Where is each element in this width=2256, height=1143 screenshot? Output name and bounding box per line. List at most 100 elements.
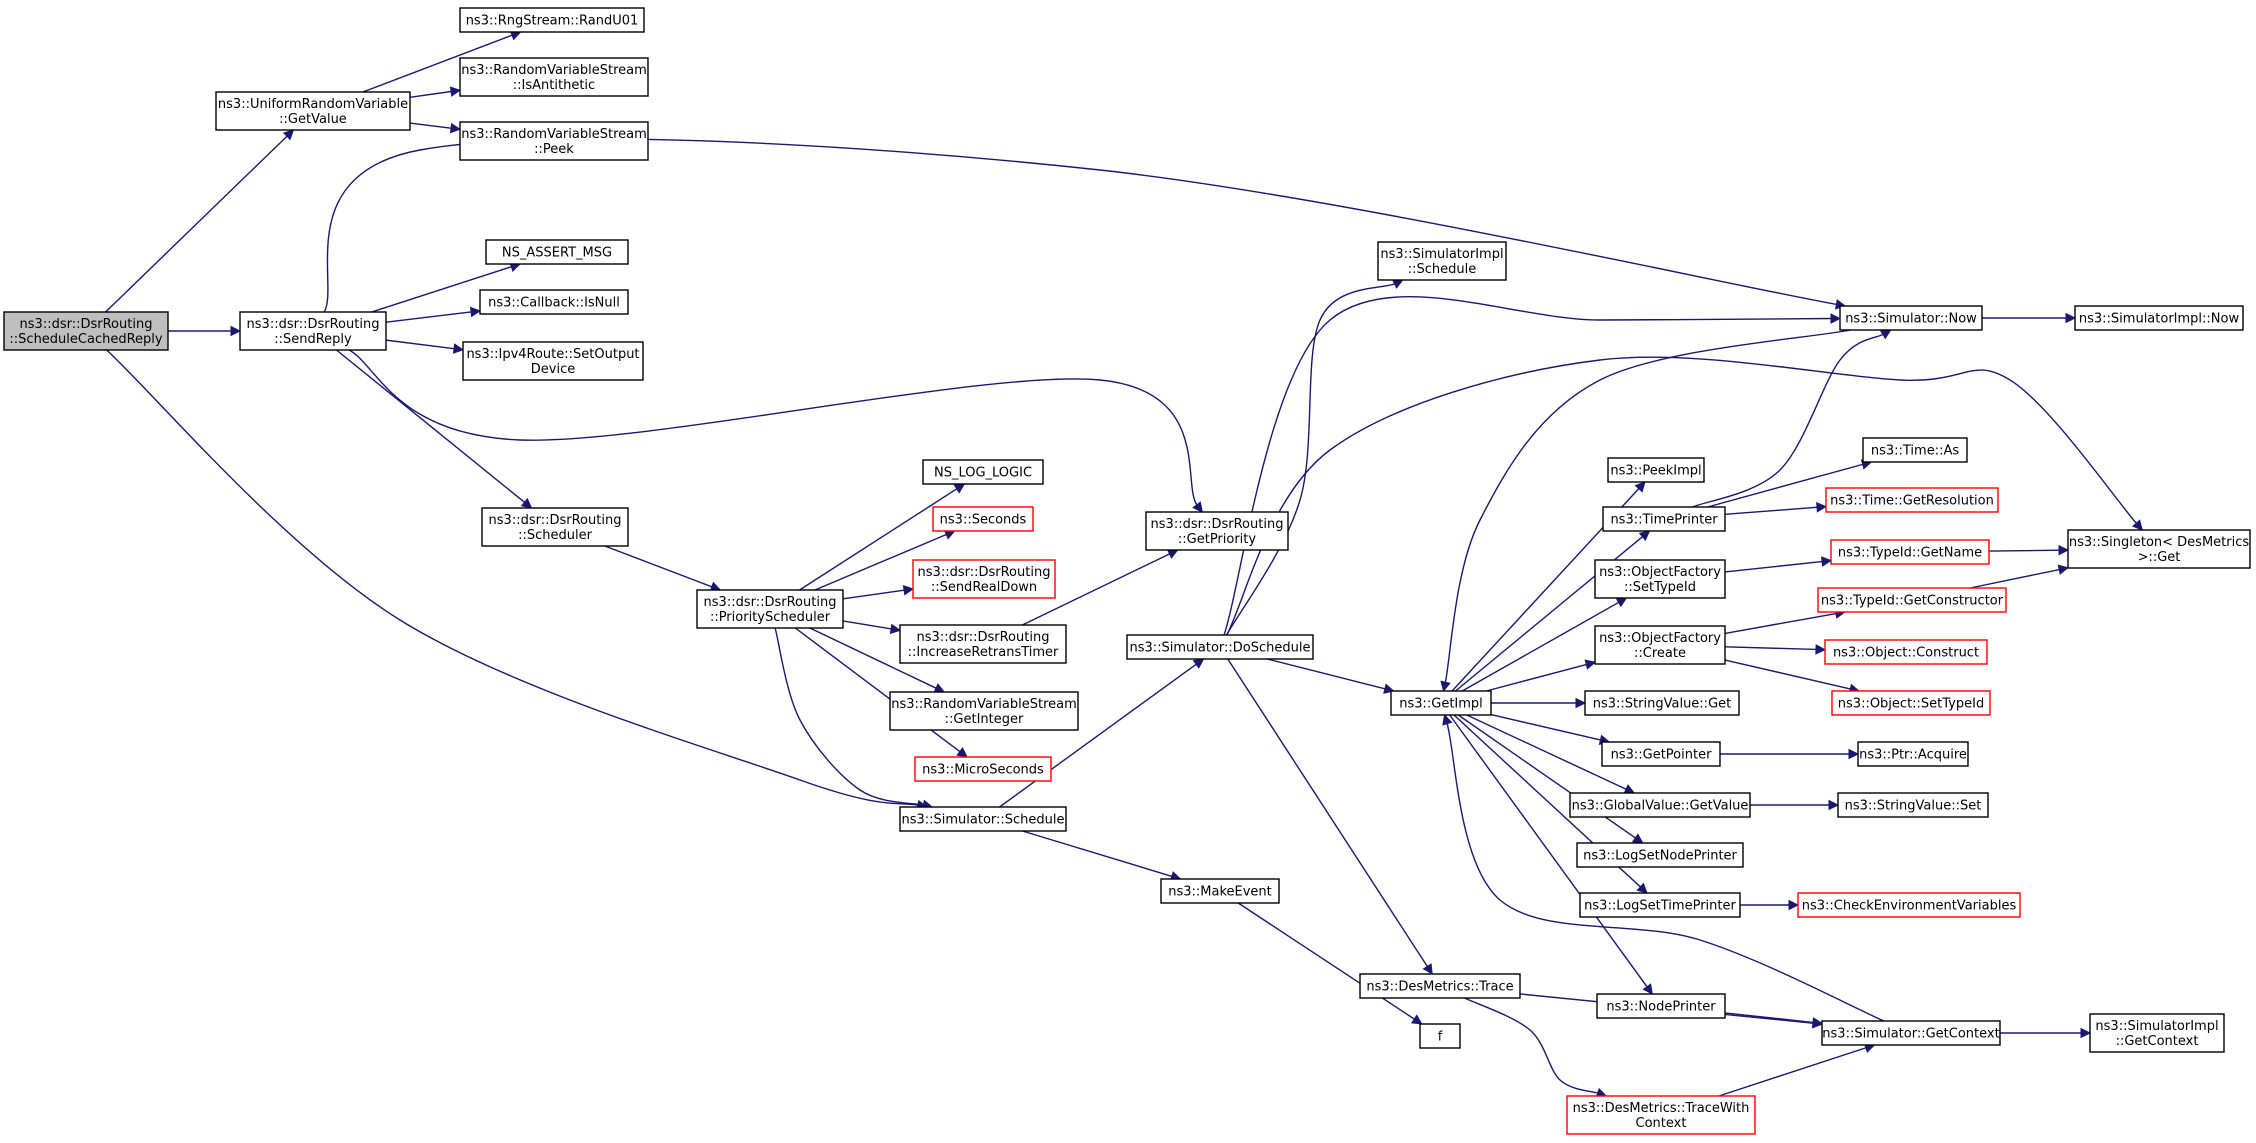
node-logsetnodeprinter[interactable]: ns3::LogSetNodePrinter xyxy=(1576,842,1744,868)
node-create[interactable]: ns3::ObjectFactory::Create xyxy=(1594,625,1726,665)
node-typeid-getconstructor[interactable]: ns3::TypeId::GetConstructor xyxy=(1817,587,2007,613)
edge-line xyxy=(1457,714,1637,840)
edge-sim_getcontext-to-simimpl_getcontext xyxy=(2000,1027,2092,1039)
node-box xyxy=(1576,842,1744,868)
node-stringvalue-get[interactable]: ns3::StringValue::Get xyxy=(1584,690,1740,716)
node-logsettimeprinter[interactable]: ns3::LogSetTimePrinter xyxy=(1579,892,1741,918)
edge-getimpl-to-stringvalue_get xyxy=(1491,697,1587,709)
node-nodeprinter[interactable]: ns3::NodePrinter xyxy=(1596,993,1726,1019)
node-peekimpl[interactable]: ns3::PeekImpl xyxy=(1607,457,1705,483)
node-sim-getcontext[interactable]: ns3::Simulator::GetContext xyxy=(1821,1020,2001,1046)
node-label-line: ns3::SimulatorImpl xyxy=(2095,1019,2218,1034)
node-object-construct[interactable]: ns3::Object::Construct xyxy=(1824,639,1988,665)
node-urv-getvalue[interactable]: ns3::UniformRandomVariable::GetValue xyxy=(215,91,411,131)
node-f[interactable]: f xyxy=(1419,1023,1461,1049)
node-label-line: ns3::Object::Construct xyxy=(1833,646,1979,661)
node-box xyxy=(1797,892,2021,918)
edge-arrowhead xyxy=(469,306,482,318)
node-increaseretrans[interactable]: ns3::dsr::DsrRouting::IncreaseRetransTim… xyxy=(899,624,1067,664)
edge-arrowhead xyxy=(520,497,533,509)
node-box xyxy=(459,57,649,97)
node-sendrealdown[interactable]: ns3::dsr::DsrRouting::SendRealDown xyxy=(912,559,1056,599)
node-label-line: ::GetContext xyxy=(2116,1034,2199,1049)
node-globalvalue-getvalue[interactable]: ns3::GlobalValue::GetValue xyxy=(1569,792,1751,818)
node-label-line: ns3::RandomVariableStream xyxy=(461,127,647,142)
edge-line xyxy=(1446,722,1885,1022)
node-isantithetic[interactable]: ns3::RandomVariableStream::IsAntithetic xyxy=(459,57,649,97)
edge-arrowhead xyxy=(452,343,465,354)
node-settypeid[interactable]: ns3::ObjectFactory::SetTypeId xyxy=(1594,559,1726,599)
node-label-line: ns3::Simulator::Now xyxy=(1845,312,1977,327)
edge-line xyxy=(814,533,948,591)
node-box xyxy=(1145,511,1289,551)
node-label-line: ::Peek xyxy=(534,142,574,157)
node-stringvalue-set[interactable]: ns3::StringValue::Set xyxy=(1837,792,1989,818)
edge-root-to-sendreply xyxy=(168,325,242,337)
node-microseconds[interactable]: ns3::MicroSeconds xyxy=(914,756,1052,782)
node-box xyxy=(3,311,169,351)
node-sim-schedule[interactable]: ns3::Simulator::Schedule xyxy=(899,806,1067,832)
edge-root-to-sim_schedule xyxy=(106,349,928,811)
node-label-line: ::GetPriority xyxy=(1178,532,1257,547)
node-getinteger[interactable]: ns3::RandomVariableStream::GetInteger xyxy=(889,691,1079,731)
node-ns-log-logic[interactable]: NS_LOG_LOGIC xyxy=(922,459,1044,485)
node-randu01[interactable]: ns3::RngStream::RandU01 xyxy=(459,7,645,33)
edge-arrowhead xyxy=(1391,279,1404,289)
node-getresolution[interactable]: ns3::Time::GetResolution xyxy=(1825,487,1999,513)
node-box xyxy=(922,459,1044,485)
node-sim-now[interactable]: ns3::Simulator::Now xyxy=(1839,305,1983,331)
edge-line xyxy=(1227,658,1429,968)
node-label-line: ::GetValue xyxy=(279,112,347,127)
node-makeevent[interactable]: ns3::MakeEvent xyxy=(1160,878,1280,904)
edge-line xyxy=(1707,463,1864,508)
edge-priorityscheduler-to-increaseretrans xyxy=(842,620,902,635)
edge-root-to-urv_getvalue xyxy=(105,129,295,313)
node-box xyxy=(1607,457,1705,483)
edge-line xyxy=(774,627,925,806)
node-label-line: ns3::MakeEvent xyxy=(1168,885,1272,900)
node-time-as[interactable]: ns3::Time::As xyxy=(1862,437,1968,463)
node-timeprinter[interactable]: ns3::TimePrinter xyxy=(1602,506,1726,532)
node-getpointer[interactable]: ns3::GetPointer xyxy=(1601,741,1721,767)
node-peek[interactable]: ns3::RandomVariableStream::Peek xyxy=(459,121,649,161)
node-isnull[interactable]: ns3::Callback::IsNull xyxy=(479,289,629,315)
node-seconds[interactable]: ns3::Seconds xyxy=(932,506,1034,532)
node-scheduler[interactable]: ns3::dsr::DsrRouting::Scheduler xyxy=(481,507,629,547)
node-box xyxy=(1830,539,1990,565)
node-object-settypeid[interactable]: ns3::Object::SetTypeId xyxy=(1831,690,1991,716)
node-ptr-acquire[interactable]: ns3::Ptr::Acquire xyxy=(1857,741,1969,767)
node-getimpl[interactable]: ns3::GetImpl xyxy=(1390,690,1492,716)
edge-arrowhead xyxy=(1811,1017,1824,1028)
node-label-line: NS_LOG_LOGIC xyxy=(934,466,1032,481)
node-singleton-get[interactable]: ns3::Singleton< DesMetrics >::Get xyxy=(2067,529,2251,569)
node-doschedule[interactable]: ns3::Simulator::DoSchedule xyxy=(1126,634,1314,660)
node-simimpl-getcontext[interactable]: ns3::SimulatorImpl::GetContext xyxy=(2089,1013,2225,1053)
node-label-line: ns3::Simulator::Schedule xyxy=(901,813,1064,828)
node-typeid-getname[interactable]: ns3::TypeId::GetName xyxy=(1830,539,1990,565)
edge-create-to-object_construct xyxy=(1724,644,1827,655)
node-label-line: ::SendReply xyxy=(274,332,352,347)
edge-line xyxy=(1461,601,1620,692)
node-trace[interactable]: ns3::DesMetrics::Trace xyxy=(1359,973,1521,999)
node-box xyxy=(914,756,1052,782)
node-checkenvvars[interactable]: ns3::CheckEnvironmentVariables xyxy=(1797,892,2021,918)
node-box xyxy=(932,506,1034,532)
edge-arrowhead xyxy=(230,325,242,337)
edge-doschedule-to-trace xyxy=(1227,658,1433,975)
edge-line xyxy=(1022,830,1174,878)
node-getpriority[interactable]: ns3::dsr::DsrRouting::GetPriority xyxy=(1145,511,1289,551)
node-label-line: ns3::LogSetNodePrinter xyxy=(1583,849,1737,864)
edge-getimpl-to-timeprinter xyxy=(1455,530,1651,692)
node-simimpl-schedule[interactable]: ns3::SimulatorImpl::Schedule xyxy=(1377,241,1507,281)
node-priorityscheduler[interactable]: ns3::dsr::DsrRouting::PriorityScheduler xyxy=(696,589,844,629)
edge-arrowhead xyxy=(2065,312,2077,324)
node-label-line: ns3::DesMetrics::TraceWith xyxy=(1573,1101,1750,1116)
node-simimpl-now[interactable]: ns3::SimulatorImpl::Now xyxy=(2074,305,2244,331)
node-box xyxy=(1831,690,1991,716)
node-box xyxy=(1584,690,1740,716)
node-sendreply[interactable]: ns3::dsr::DsrRouting::SendReply xyxy=(239,311,387,351)
node-ns-assert-msg[interactable]: NS_ASSERT_MSG xyxy=(485,239,629,265)
edge-priorityscheduler-to-microseconds xyxy=(794,627,968,758)
